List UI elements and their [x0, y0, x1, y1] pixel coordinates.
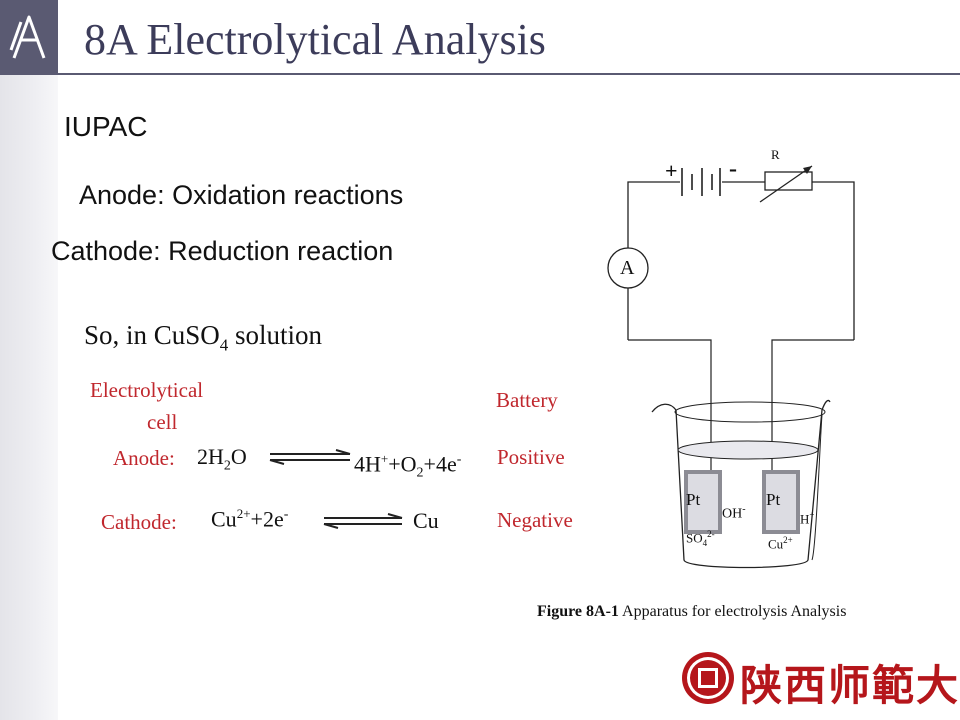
electrolysis-apparatus-diagram: [607, 165, 855, 569]
resistor-arrowhead-icon: [803, 166, 812, 174]
left-electrode-label: Pt: [686, 490, 701, 509]
figure-caption-label: Figure 8A-1: [537, 603, 619, 620]
copper-ion-text: Cu: [768, 536, 784, 552]
sulfate-ion: SO42-: [686, 529, 715, 548]
hydroxide-ion-sup: -: [742, 504, 746, 515]
battery-header: Battery: [496, 388, 558, 412]
hydrogen-ion: H+: [800, 510, 814, 527]
resistor-slider-line: [759, 165, 813, 203]
battery-icon: [681, 168, 721, 196]
university-seal-icon: [682, 652, 734, 704]
anode-products: 4H++O2+4e-: [354, 451, 461, 482]
anode-products-sup: +: [380, 451, 389, 466]
wire-to-right-electrode: [771, 339, 854, 532]
positive-label: Positive: [497, 445, 565, 469]
solution-tail: solution: [235, 320, 323, 350]
sulfate-ion-sub: 4: [702, 537, 708, 548]
template-logo: [0, 0, 58, 75]
slide-title: 8A Electrolytical Analysis: [84, 15, 546, 64]
left-electrode: [684, 470, 722, 534]
anode-reactant-text: 2H: [197, 444, 224, 469]
hydroxide-ion-text: OH: [722, 506, 743, 522]
cathode-equilibrium-arrow-icon: [323, 513, 403, 529]
anode-reactant: 2H2O: [197, 444, 247, 474]
minus-sign: -: [729, 156, 737, 182]
ammeter-label: A: [620, 257, 635, 279]
beaker-rim: [674, 401, 826, 423]
ammeter-icon: [607, 247, 649, 289]
cell-header-line1: Electrolytical: [90, 378, 204, 402]
resistor-label: R: [771, 147, 780, 162]
cathode-reactants-sup: 2+: [236, 506, 251, 521]
anode-products-sup2: -: [456, 452, 462, 467]
right-electrode: [762, 470, 800, 534]
hydroxide-ion: OH-: [722, 504, 746, 523]
hydrogen-ion-text: H: [800, 511, 810, 527]
variable-resistor-icon: [764, 171, 813, 191]
anode-reactant-sub: 2: [223, 458, 231, 474]
hydrogen-ion-sup: +: [809, 510, 815, 520]
cathode-reactants-a: Cu: [211, 506, 237, 532]
anode-row-label: Anode:: [113, 446, 175, 470]
iupac-heading: IUPAC: [64, 111, 148, 142]
copper-ion-sup: 2+: [783, 535, 793, 545]
circuit-wire-right: [812, 181, 855, 340]
negative-label: Negative: [497, 508, 573, 532]
beaker-icon: [651, 399, 831, 569]
plus-sign: +: [665, 158, 678, 183]
solution-intro: So, in CuSO4 solution: [84, 320, 322, 355]
figure-caption: Figure 8A-1 Apparatus for electrolysis A…: [537, 603, 846, 621]
figure-caption-text: Apparatus for electrolysis Analysis: [618, 603, 847, 620]
wire-to-left-electrode: [628, 339, 712, 532]
anode-equilibrium-arrow-icon: [269, 449, 351, 465]
stylized-a-icon: [9, 15, 46, 59]
sulfate-ion-text: SO: [686, 530, 703, 546]
sulfate-ion-sup: 2-: [707, 529, 715, 539]
cathode-row-label: Cathode:: [101, 510, 177, 534]
anode-definition: Anode: Oxidation reactions: [79, 180, 404, 210]
cathode-reactants-sup2: -: [283, 507, 289, 522]
anode-products-b: +O: [388, 451, 417, 477]
anode-products-a: 4H: [354, 451, 381, 477]
cathode-product: Cu: [413, 508, 439, 533]
cathode-reactants: Cu2++2e-: [211, 506, 288, 532]
solution-surface: [677, 440, 819, 460]
cell-header-line2: cell: [147, 410, 178, 434]
right-electrode-label: Pt: [766, 490, 781, 509]
anode-reactant-tail: O: [230, 444, 247, 469]
cathode-reactants-b: +2e: [250, 506, 284, 532]
solution-intro-text: So, in CuSO: [84, 320, 220, 350]
university-name: 陕西师範大學: [740, 661, 960, 710]
anode-products-sub: 2: [416, 465, 424, 481]
title-underline: [58, 73, 960, 75]
solution-subscript: 4: [219, 335, 229, 355]
anode-products-c: +4e: [423, 451, 457, 477]
sidebar: [0, 0, 58, 720]
beaker-wall-shading: [811, 414, 823, 561]
copper-ion: Cu2+: [768, 535, 793, 552]
cathode-definition: Cathode: Reduction reaction: [51, 236, 394, 266]
